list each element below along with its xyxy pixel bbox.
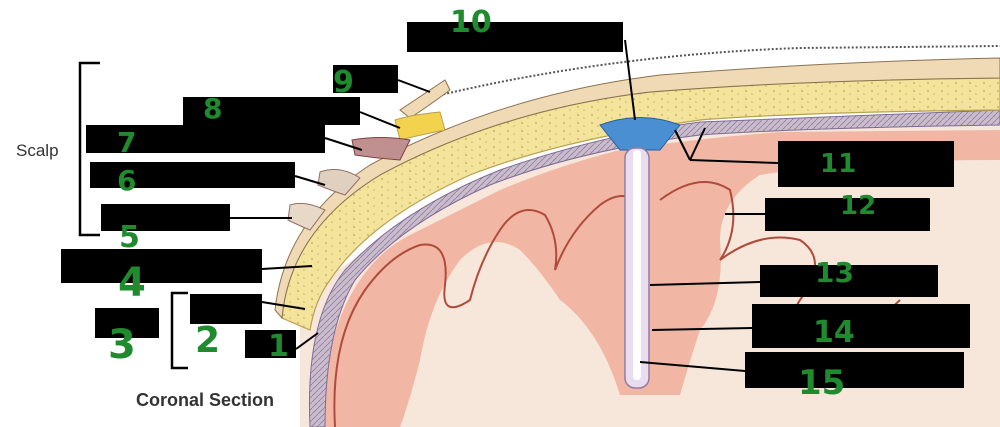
- number-12: 12: [840, 191, 876, 221]
- redaction-13: [760, 265, 938, 297]
- scalp-label: Scalp: [16, 141, 59, 160]
- redaction-9: [333, 65, 398, 93]
- peeled-layer-9: [399, 79, 451, 119]
- number-5: 5: [119, 220, 140, 255]
- diagram-caption: Coronal Section: [136, 390, 275, 410]
- number-14: 14: [813, 315, 855, 350]
- redaction-10: [407, 22, 623, 52]
- leader-lines: [230, 39, 779, 372]
- number-3: 3: [108, 322, 136, 368]
- cortex: [320, 130, 1000, 427]
- meninges-bracket: [170, 291, 188, 370]
- redaction-15: [745, 352, 964, 388]
- falx-inner: [633, 150, 641, 380]
- peeled-layer-8: [394, 111, 446, 141]
- redaction-4: [61, 249, 262, 283]
- peeled-layer-5: [287, 202, 326, 231]
- number-1: 1: [268, 329, 289, 364]
- redaction-12: [765, 198, 930, 231]
- handwritten-numbers: 10 9 8 7 6 5 4 3 2 1 11 12 13 14 15: [108, 5, 876, 403]
- scalp-bracket: [78, 61, 100, 237]
- number-7: 7: [117, 126, 136, 159]
- redaction-14: [752, 304, 970, 348]
- number-15: 15: [798, 363, 845, 403]
- peeled-layer-7: [351, 137, 411, 161]
- redaction-1: [245, 330, 296, 358]
- gyri-outline: [333, 195, 636, 427]
- redaction-7: [86, 125, 325, 153]
- number-11: 11: [820, 149, 856, 179]
- redaction-11: [778, 141, 954, 187]
- meninges-band: [308, 109, 1000, 427]
- hair: [419, 45, 1000, 101]
- number-4: 4: [118, 260, 146, 306]
- redaction-5: [101, 204, 230, 231]
- redaction-6: [90, 162, 295, 188]
- number-8: 8: [203, 92, 222, 125]
- peeled-layer-6: [317, 169, 361, 196]
- superior-sagittal-sinus: [599, 117, 681, 151]
- number-10: 10: [450, 5, 492, 40]
- redaction-boxes: [61, 22, 970, 388]
- number-6: 6: [117, 164, 136, 197]
- number-2: 2: [195, 320, 220, 361]
- number-9: 9: [333, 65, 354, 100]
- redaction-2: [190, 294, 262, 324]
- redaction-3: [95, 308, 159, 338]
- redaction-8: [183, 97, 360, 125]
- number-13: 13: [815, 256, 854, 289]
